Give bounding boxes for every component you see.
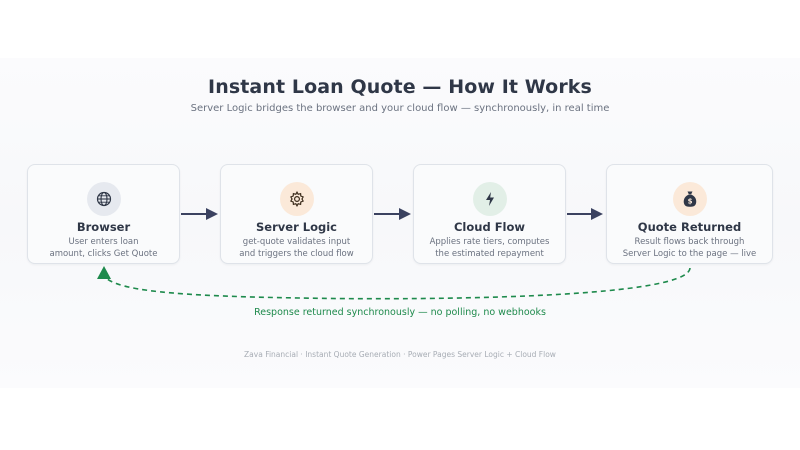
footer-text: Zava Financial · Instant Quote Generatio… xyxy=(244,350,556,359)
step-card-cloud-flow: Cloud Flow Applies rate tiers, computes … xyxy=(413,164,566,264)
svg-text:$: $ xyxy=(687,198,692,206)
step-desc-line: Applies rate tiers, computes xyxy=(429,237,550,247)
step-description: User enters loan amount, clicks Get Quot… xyxy=(34,236,173,260)
step-title: Browser xyxy=(76,220,131,234)
page-subtitle: Server Logic bridges the browser and you… xyxy=(190,103,610,114)
step-card-quote-returned: $ Quote Returned Result flows back throu… xyxy=(606,164,773,264)
step-title: Server Logic xyxy=(256,220,337,234)
flow-arrow-2 xyxy=(374,208,411,220)
flow-arrow-1 xyxy=(181,208,218,220)
step-desc-line: amount, clicks Get Quote xyxy=(49,249,158,259)
step-description: Applies rate tiers, computes the estimat… xyxy=(420,236,559,260)
return-path-arrow xyxy=(97,266,691,300)
globe-icon xyxy=(86,182,121,216)
step-desc-line: Result flows back through xyxy=(634,237,745,247)
return-path-caption: Response returned synchronously — no pol… xyxy=(254,307,546,318)
page-title: Instant Loan Quote — How It Works xyxy=(208,76,592,98)
lightning-icon xyxy=(472,182,507,216)
step-description: get-quote validates input and triggers t… xyxy=(227,236,366,260)
step-desc-line: get-quote validates input xyxy=(242,237,351,247)
step-title: Quote Returned xyxy=(637,220,742,234)
step-card-server-logic: Server Logic get-quote validates input a… xyxy=(220,164,373,264)
step-desc-line: the estimated repayment xyxy=(435,249,544,259)
step-card-browser: Browser User enters loan amount, clicks … xyxy=(27,164,180,264)
step-desc-line: and triggers the cloud flow xyxy=(239,249,354,259)
flow-arrow-3 xyxy=(567,208,603,220)
gear-icon xyxy=(279,182,314,216)
step-desc-line: User enters loan xyxy=(68,237,139,247)
step-title: Cloud Flow xyxy=(453,220,526,234)
step-description: Result flows back through Server Logic t… xyxy=(613,236,766,260)
money-bag-icon: $ xyxy=(672,182,707,216)
step-desc-line: Server Logic to the page — live xyxy=(622,249,757,259)
